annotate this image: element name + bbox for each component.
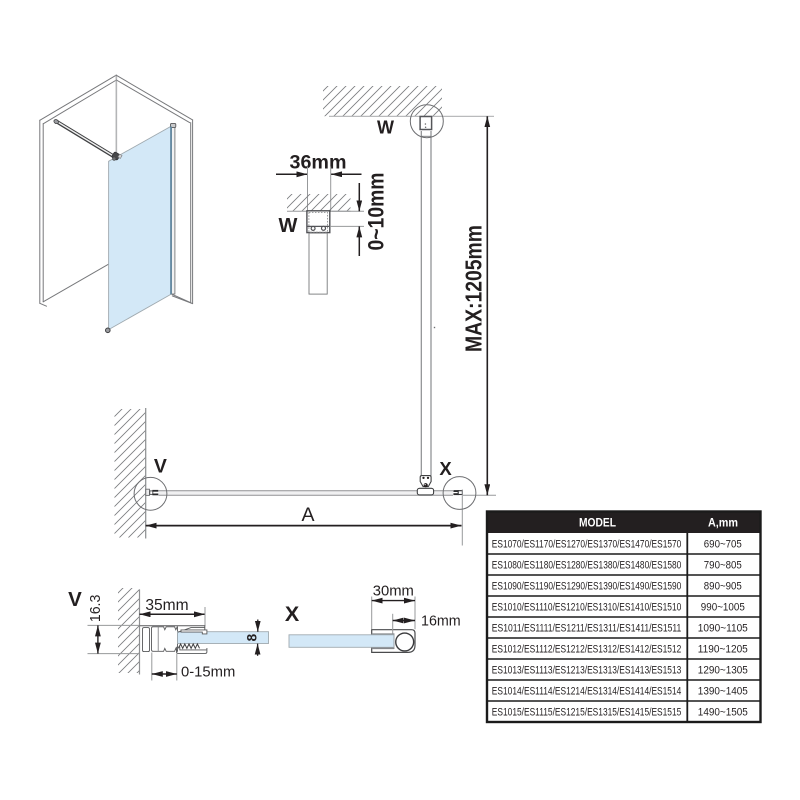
svg-text:ES1070/ES1170/ES1270/ES1370/ES: ES1070/ES1170/ES1270/ES1370/ES1470/ES157… — [492, 539, 682, 551]
svg-text:1490~1505: 1490~1505 — [698, 707, 748, 719]
svg-text:0~10mm: 0~10mm — [364, 173, 389, 251]
svg-text:1090~1105: 1090~1105 — [698, 623, 748, 635]
svg-text:ES1014/ES1114/ES1214/ES1314/ES: ES1014/ES1114/ES1214/ES1314/ES1414/ES151… — [492, 686, 682, 698]
svg-text:8: 8 — [244, 633, 259, 641]
svg-text:X: X — [285, 602, 300, 626]
svg-text:0-15mm: 0-15mm — [181, 665, 235, 681]
svg-text:990~1005: 990~1005 — [701, 602, 745, 614]
svg-text:A: A — [301, 504, 314, 526]
svg-text:690~705: 690~705 — [704, 539, 742, 551]
svg-text:16.3: 16.3 — [87, 595, 104, 623]
svg-text:W: W — [279, 215, 298, 237]
svg-text:X: X — [439, 458, 452, 479]
svg-text:16mm: 16mm — [421, 614, 461, 630]
svg-text:1190~1205: 1190~1205 — [698, 644, 748, 656]
svg-text:1290~1305: 1290~1305 — [698, 665, 748, 677]
svg-text:V: V — [154, 456, 167, 478]
svg-text:35mm: 35mm — [145, 597, 188, 614]
svg-text:790~805: 790~805 — [704, 560, 742, 572]
svg-text:890~905: 890~905 — [704, 581, 742, 593]
svg-text:A,mm: A,mm — [708, 518, 738, 530]
svg-text:MODEL: MODEL — [579, 518, 616, 530]
svg-text:ES1080/ES1180/ES1280/ES1380/ES: ES1080/ES1180/ES1280/ES1380/ES1480/ES158… — [492, 560, 682, 572]
svg-text:V: V — [68, 588, 82, 611]
svg-text:ES1011/ES1111/ES1211/ES1311/ES: ES1011/ES1111/ES1211/ES1311/ES1411/ES151… — [492, 623, 682, 635]
svg-text:W: W — [377, 118, 394, 138]
svg-text:ES1015/ES1115/ES1215/ES1315/ES: ES1015/ES1115/ES1215/ES1315/ES1415/ES151… — [492, 707, 682, 719]
svg-text:ES1010/ES1110/ES1210/ES1310/ES: ES1010/ES1110/ES1210/ES1310/ES1410/ES151… — [492, 602, 682, 614]
svg-text:ES1012/ES1112/ES1212/ES1312/ES: ES1012/ES1112/ES1212/ES1312/ES1412/ES151… — [492, 644, 682, 656]
svg-text:MAX:1205mm: MAX:1205mm — [461, 225, 487, 352]
svg-text:1390~1405: 1390~1405 — [698, 686, 748, 698]
svg-text:36mm: 36mm — [290, 151, 347, 173]
svg-text:ES1013/ES1113/ES1213/ES1313/ES: ES1013/ES1113/ES1213/ES1313/ES1413/ES151… — [492, 665, 682, 677]
svg-text:ES1090/ES1190/ES1290/ES1390/ES: ES1090/ES1190/ES1290/ES1390/ES1490/ES159… — [492, 581, 682, 593]
svg-text:30mm: 30mm — [373, 584, 414, 600]
